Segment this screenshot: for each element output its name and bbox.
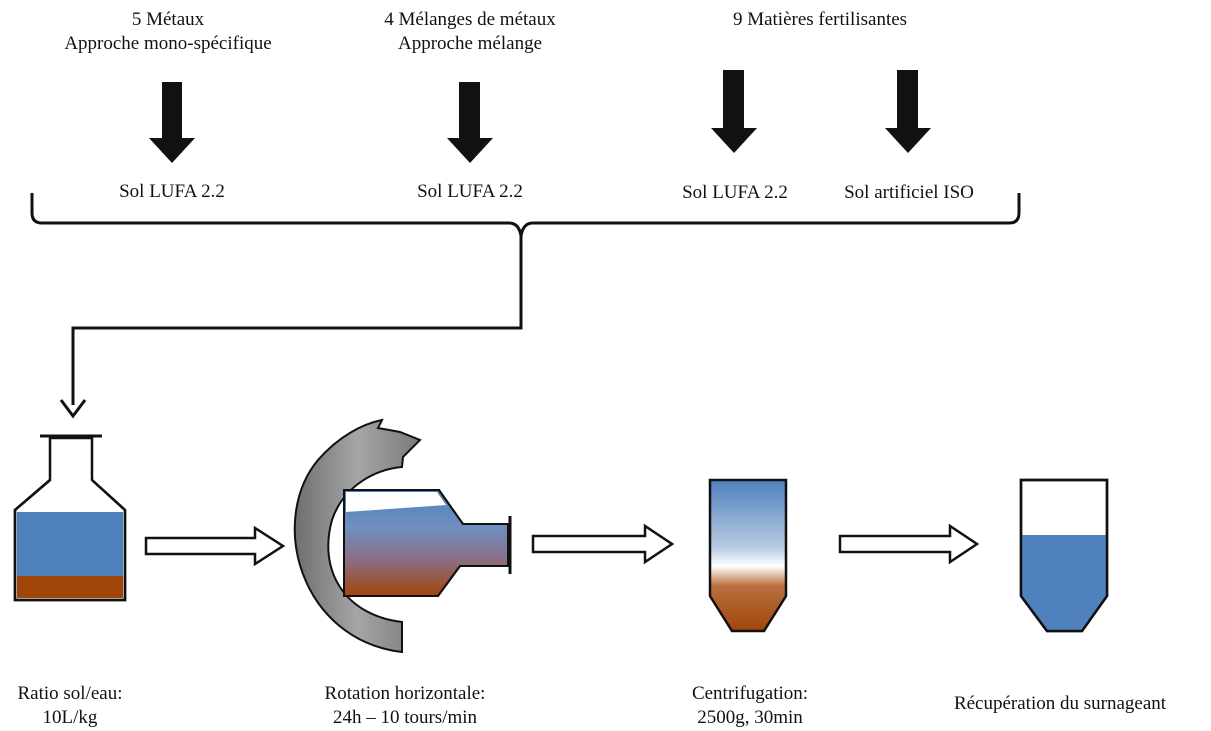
input-label-metal-mixtures: 4 Mélanges de métaux Approche mélange (330, 8, 610, 56)
step-label-line1: Centrifugation: (691, 683, 809, 704)
step-label-line1: Rotation horizontale: (324, 683, 486, 704)
connector-arrowhead-icon (59, 399, 87, 419)
step-label-line2: 2500g, 30min (697, 707, 803, 728)
down-arrow-icon (149, 82, 195, 163)
process-arrow-icon (144, 525, 286, 567)
rotating-bottle-icon (343, 489, 512, 597)
flask-icon (13, 434, 127, 602)
centrifuge-tube-icon (708, 478, 788, 633)
step-label-supernatant: Récupération du surnageant (915, 692, 1205, 716)
step-label-line2: 10L/kg (42, 707, 98, 728)
step-label-line1: Ratio sol/eau: (17, 683, 123, 704)
input-label-line1: 9 Matières fertilisantes (732, 9, 908, 30)
input-label-line1: 5 Métaux (131, 9, 205, 30)
process-arrow-icon (838, 523, 980, 565)
down-arrow-icon (885, 70, 931, 153)
step-label-rotation: Rotation horizontale: 24h – 10 tours/min (275, 682, 535, 730)
rotation-arrow-icon (293, 418, 422, 654)
supernatant-tube-icon (1019, 478, 1109, 633)
down-arrow-icon (447, 82, 493, 163)
step-label-ratio: Ratio sol/eau: 10L/kg (0, 682, 150, 730)
input-label-line2: Approche mélange (397, 33, 543, 54)
connector-line (71, 236, 523, 405)
input-label-line1: 4 Mélanges de métaux (384, 9, 556, 30)
step-label-line1: Récupération du surnageant (953, 693, 1167, 714)
soil-label: Sol LUFA 2.2 (682, 182, 788, 203)
step-label-line2: 24h – 10 tours/min (332, 707, 478, 728)
input-label-metals: 5 Métaux Approche mono-spécifique (28, 8, 308, 56)
down-arrow-icon (711, 70, 757, 153)
soil-label: Sol LUFA 2.2 (417, 181, 523, 202)
step-label-centrifugation: Centrifugation: 2500g, 30min (660, 682, 840, 730)
input-label-line2: Approche mono-spécifique (64, 33, 272, 54)
input-label-fertilizers: 9 Matières fertilisantes (680, 8, 960, 32)
process-arrow-icon (531, 523, 675, 565)
soil-label: Sol artificiel ISO (844, 182, 974, 203)
soil-label: Sol LUFA 2.2 (119, 181, 225, 202)
